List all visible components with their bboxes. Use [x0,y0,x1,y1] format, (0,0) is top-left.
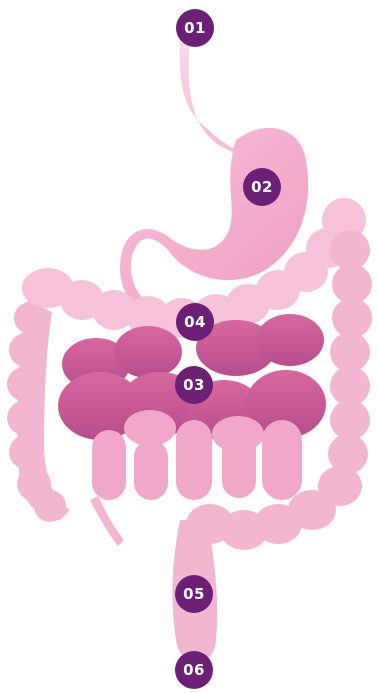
marker-04-large-intestine[interactable]: 04 [176,303,214,341]
marker-02-stomach[interactable]: 02 [243,168,281,206]
appendix [90,496,124,546]
marker-05-rectum[interactable]: 05 [175,575,213,613]
marker-06-anus[interactable]: 06 [175,651,213,689]
marker-01-esophagus[interactable]: 01 [176,9,214,47]
marker-03-small-intestine[interactable]: 03 [175,366,213,404]
